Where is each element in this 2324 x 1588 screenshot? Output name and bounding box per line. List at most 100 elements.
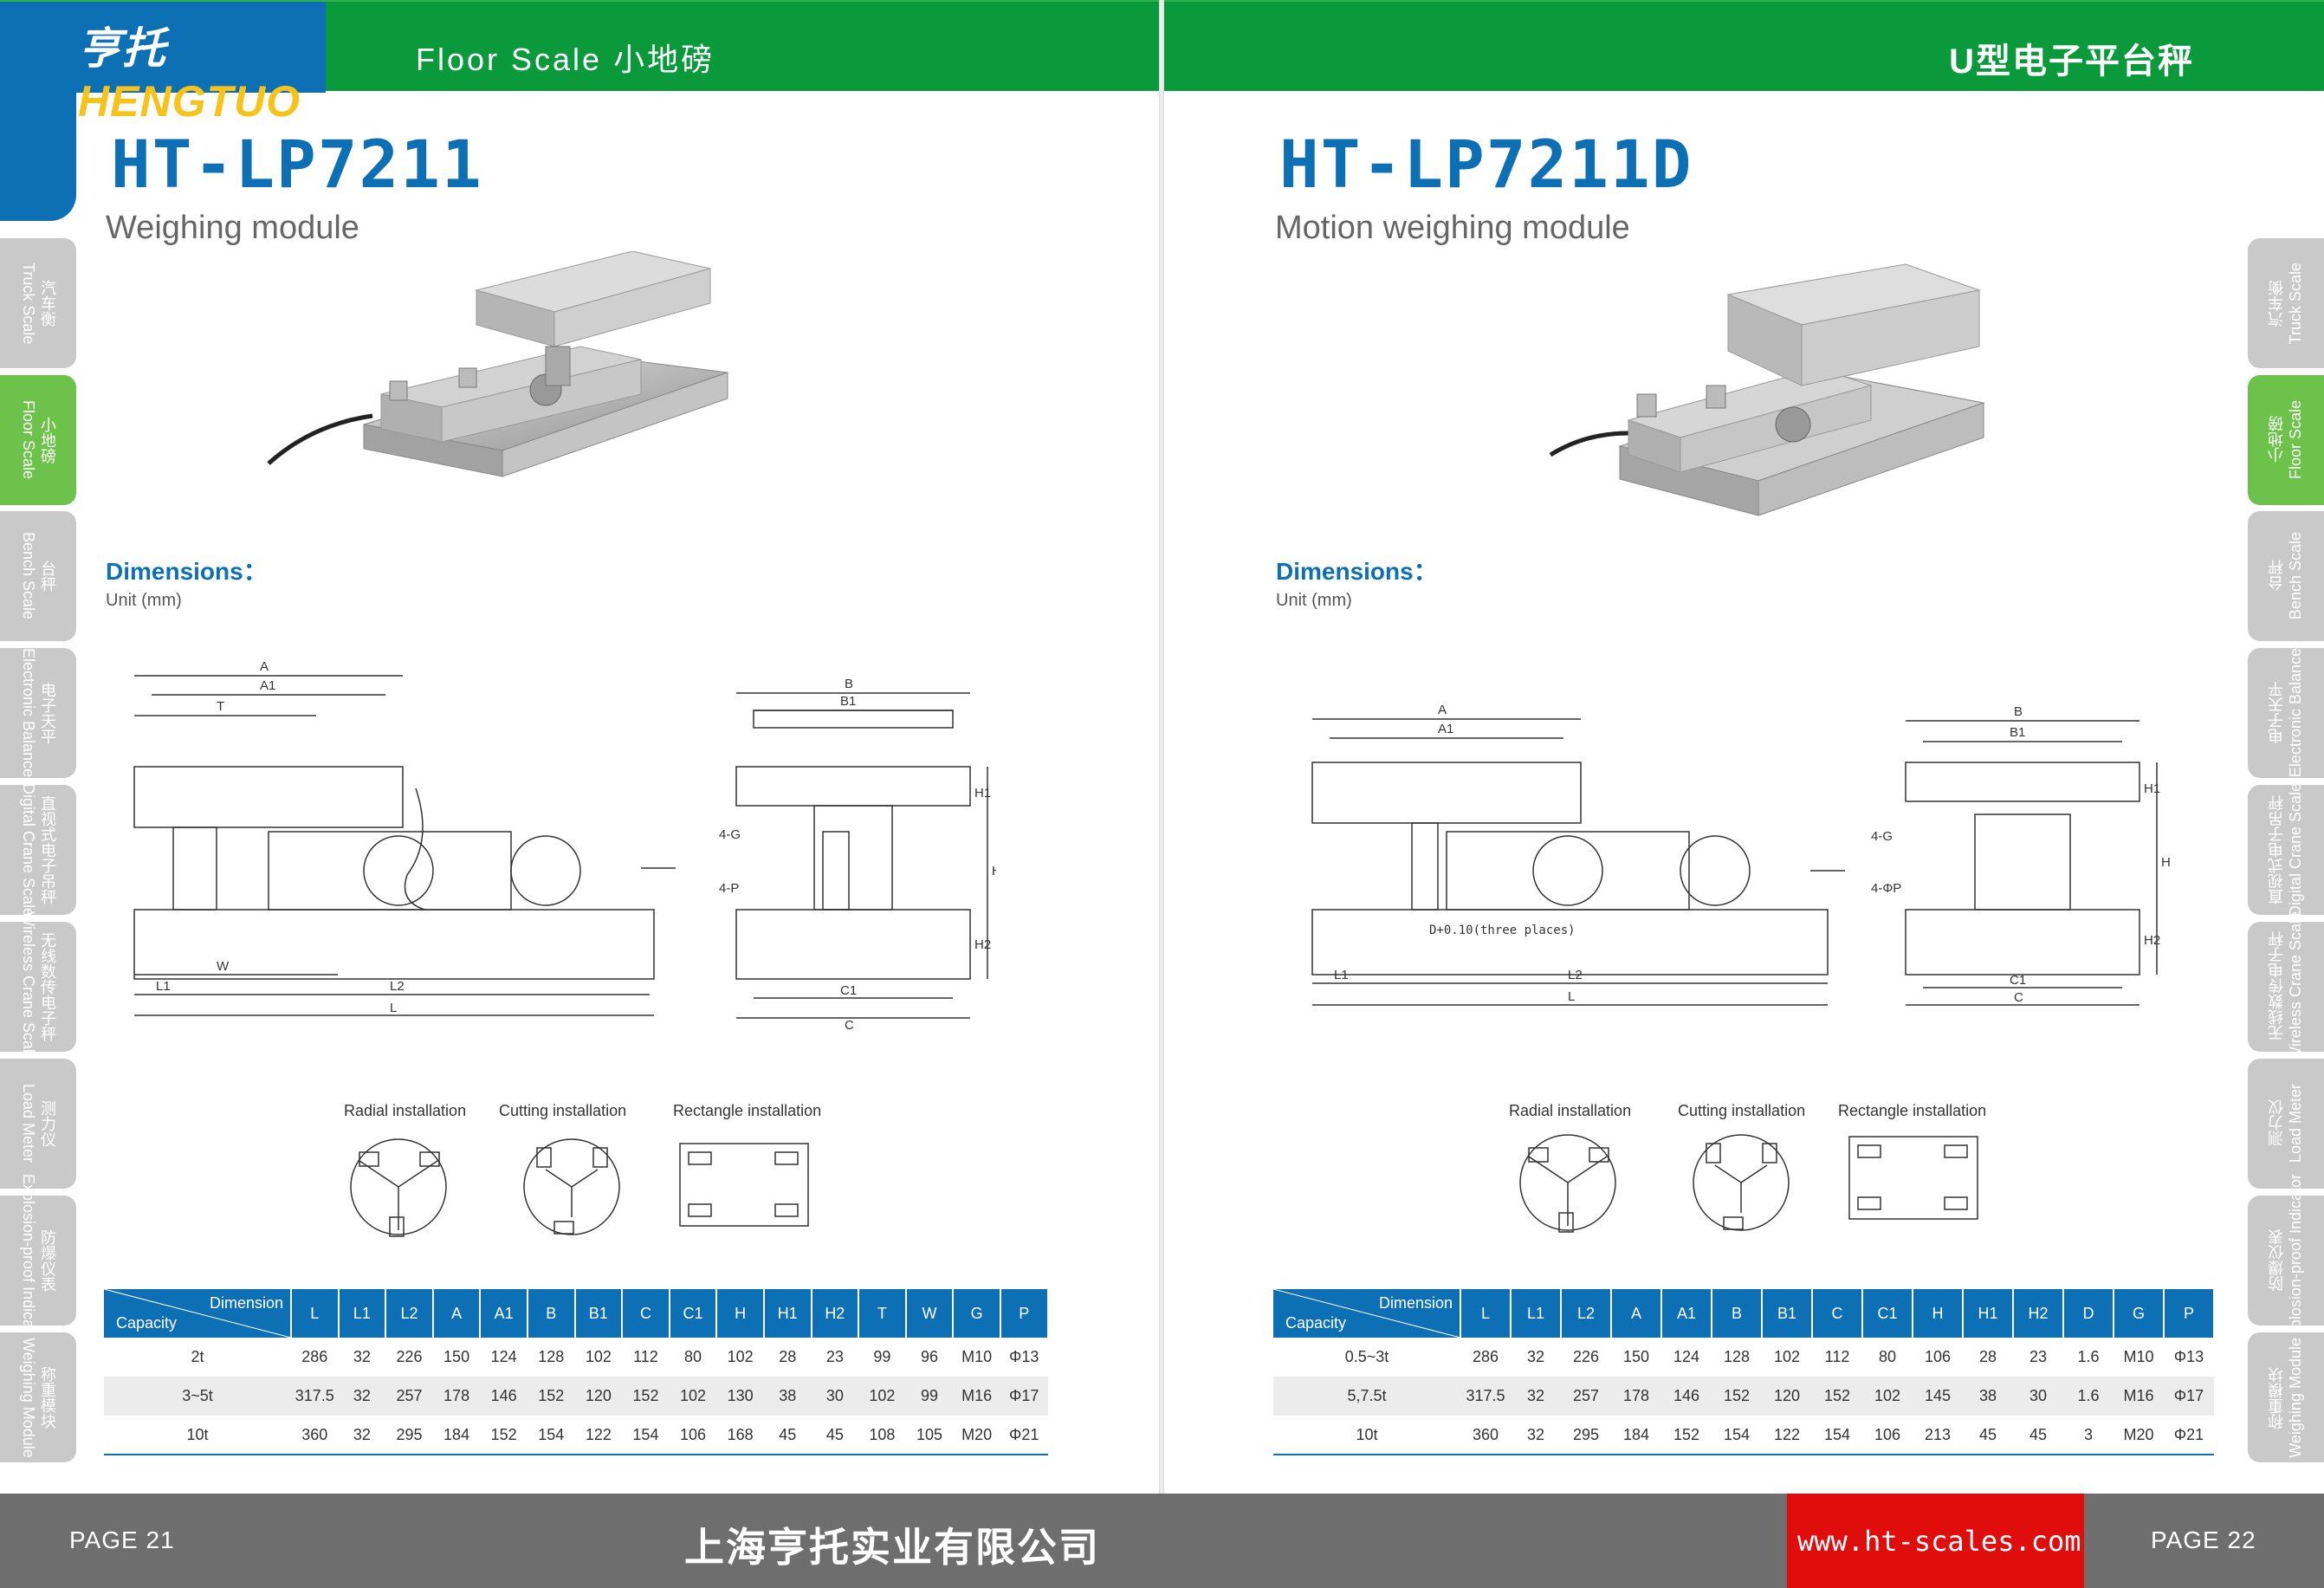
label-B: B xyxy=(2014,704,2023,719)
install-diagrams-right xyxy=(1519,1134,1978,1233)
column-header: A1 xyxy=(1661,1289,1712,1338)
table-cell: Φ21 xyxy=(2164,1416,2214,1455)
table-cell: 23 xyxy=(825,1348,844,1365)
table-cell: Φ17 xyxy=(2164,1377,2214,1416)
table-cell: 10t xyxy=(1273,1416,1460,1455)
label-C1: C1 xyxy=(840,983,857,998)
label-C1: C1 xyxy=(2010,973,2026,988)
install-cutting-label: Cutting installation xyxy=(1678,1102,1806,1119)
column-header: L1 xyxy=(338,1289,387,1338)
install-cutting-label: Cutting installation xyxy=(499,1102,627,1119)
website-link[interactable]: www.ht-scales.com xyxy=(1797,1525,2081,1558)
table-cell: 80 xyxy=(684,1348,702,1365)
dimension-drawing-lp7211d: A A1 D+0.10(three places) L1 L2 L B B1 C… xyxy=(1311,703,2171,1006)
section-title: Floor Scale 小地磅 xyxy=(416,42,715,77)
dimensions-title: Dimensions： xyxy=(106,558,268,585)
table-cell: 317.5 xyxy=(1460,1377,1511,1416)
table-cell: M20 xyxy=(953,1416,1000,1455)
column-header: L xyxy=(291,1289,340,1338)
label-W: W xyxy=(217,959,230,974)
table-cell: 146 xyxy=(1661,1377,1712,1416)
table-cell: 146 xyxy=(480,1377,528,1416)
table-cell: 102 xyxy=(669,1377,717,1416)
column-header: H xyxy=(1913,1289,1964,1338)
install-radial-label: Radial installation xyxy=(1509,1102,1632,1119)
table-cell: 102 xyxy=(1862,1377,1913,1416)
label-L: L xyxy=(1568,989,1575,1004)
label-T: T xyxy=(217,699,224,714)
column-header: C xyxy=(622,1289,670,1338)
table-cell: 152 xyxy=(622,1377,670,1416)
column-header: W xyxy=(905,1289,955,1338)
label-A: A xyxy=(1438,703,1447,717)
table-cell: 128 xyxy=(1723,1348,1751,1365)
table-cell: 108 xyxy=(858,1416,906,1455)
table-cell: 178 xyxy=(432,1377,481,1416)
table-cell: 124 xyxy=(490,1348,517,1365)
table-cell: 105 xyxy=(905,1416,954,1455)
label-H: H xyxy=(2161,855,2171,870)
column-header: B xyxy=(527,1289,576,1338)
table-cell: 226 xyxy=(396,1348,423,1365)
table-cell: 152 xyxy=(1661,1416,1712,1455)
column-header: A xyxy=(1611,1289,1662,1338)
header-right: U型电子平台秤 xyxy=(1164,0,2324,91)
table-cell: 178 xyxy=(1611,1377,1661,1416)
table-cell: 32 xyxy=(1511,1416,1561,1455)
column-header: H1 xyxy=(763,1289,812,1338)
table-cell: 145 xyxy=(1913,1377,1963,1416)
install-rectangle-label: Rectangle installation xyxy=(673,1102,822,1119)
table-cell: 106 xyxy=(1862,1416,1913,1455)
table-cell: 45 xyxy=(2013,1416,2063,1455)
column-header: H2 xyxy=(811,1289,860,1338)
table-cell: 38 xyxy=(763,1377,812,1416)
table-cell: 106 xyxy=(669,1416,717,1455)
table-cell: 128 xyxy=(538,1348,565,1365)
table-cell: 28 xyxy=(1978,1348,1997,1365)
table-cell: 10t xyxy=(104,1416,291,1455)
column-header: D xyxy=(2063,1289,2114,1338)
dimension-drawing-lp7211: A A1 T W L1 L2 L B B1 C1 C H H1 H2 4-G 4… xyxy=(133,659,996,1033)
category-title: U型电子平台秤 xyxy=(1949,42,2194,81)
website-box[interactable]: www.ht-scales.com xyxy=(1787,1494,2084,1588)
table-cell: 45 xyxy=(763,1416,812,1455)
company-logo[interactable]: 亨托HENGTUO xyxy=(78,24,301,126)
table-cell: 45 xyxy=(1963,1416,2013,1455)
table-cell: 102 xyxy=(1773,1348,1801,1365)
table-cell: 1.6 xyxy=(2077,1348,2100,1365)
product-photo-lp7211d xyxy=(1549,263,1985,516)
table-cell: 120 xyxy=(1762,1377,1812,1416)
label-4G: 4-G xyxy=(1871,829,1893,844)
column-header: P xyxy=(1000,1289,1049,1338)
